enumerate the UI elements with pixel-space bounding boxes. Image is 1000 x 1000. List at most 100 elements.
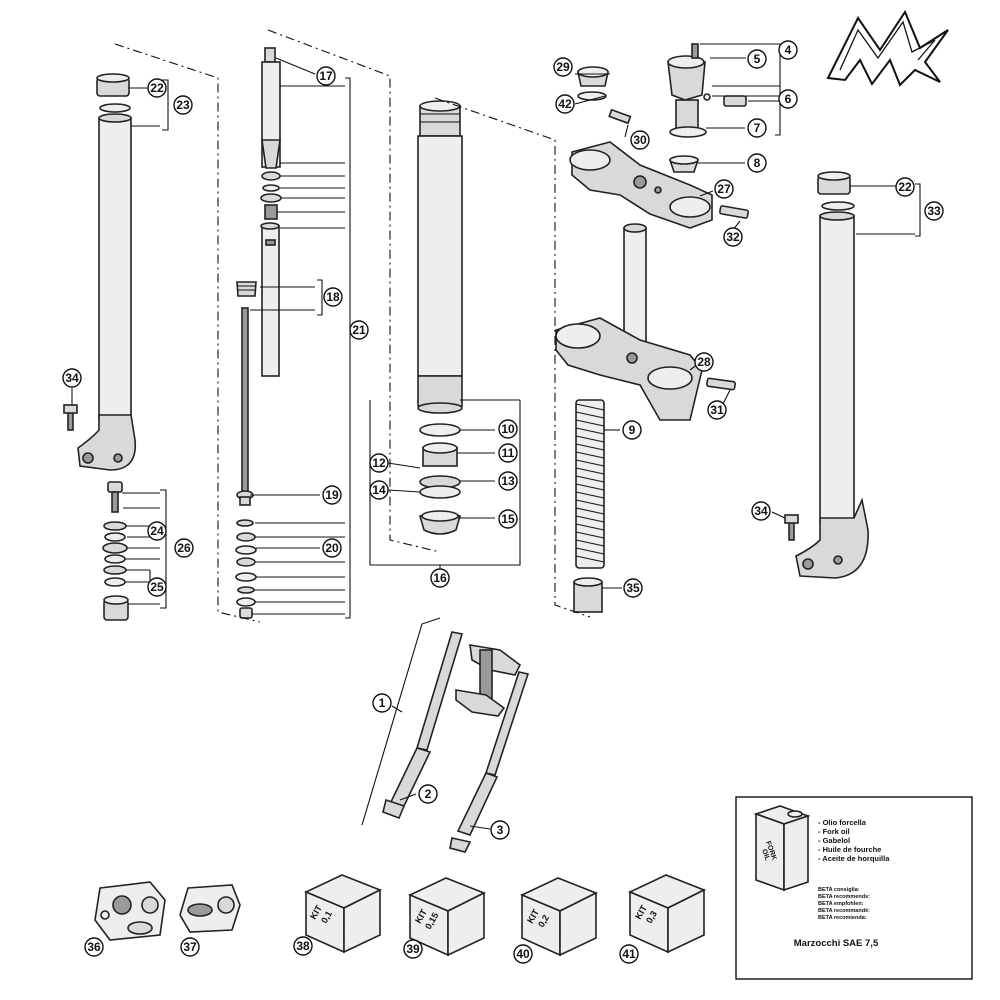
svg-text:34: 34 [754, 504, 768, 518]
callout-38: 38 [293, 936, 313, 956]
callout-29: 29 [553, 57, 573, 77]
oil-recommend-en: BETA recommends: [818, 894, 870, 900]
svg-text:39: 39 [406, 942, 420, 956]
svg-text:13: 13 [501, 474, 515, 488]
callout-22-left: 22 [147, 78, 167, 98]
callout-40: 40 [513, 944, 533, 964]
oil-name-fr: - Huile de fourche [818, 845, 881, 854]
callout-10: 10 [498, 419, 518, 439]
kit-box-0-3: KIT 0,3 [628, 874, 706, 954]
oil-name-it: - Olio forcella [818, 818, 867, 827]
oil-recommend-de: BETA empfohlen: [818, 901, 864, 907]
svg-text:14: 14 [372, 483, 386, 497]
svg-text:17: 17 [319, 69, 333, 83]
callout-30: 30 [630, 130, 650, 150]
callout-27: 27 [714, 179, 734, 199]
svg-text:6: 6 [785, 92, 792, 106]
oil-can: FORK OIL [753, 805, 811, 892]
svg-text:21: 21 [352, 323, 366, 337]
damper-rod-assembly [235, 47, 282, 619]
svg-text:9: 9 [629, 423, 636, 437]
svg-text:28: 28 [697, 355, 711, 369]
oil-recommend-fr: BETA recommandé: [818, 908, 870, 914]
callout-24: 24 [147, 521, 167, 541]
svg-text:30: 30 [633, 133, 647, 147]
svg-text:5: 5 [754, 52, 761, 66]
svg-text:1: 1 [379, 696, 386, 710]
svg-text:36: 36 [87, 940, 101, 954]
callout-34-right: 34 [751, 501, 771, 521]
svg-text:7: 7 [754, 121, 761, 135]
callout-25: 25 [147, 577, 167, 597]
left-cartridge-parts [102, 481, 129, 621]
kit-box-0-15: KIT 0,15 [408, 877, 486, 957]
callout-22-right: 22 [895, 177, 915, 197]
callout-4: 4 [778, 40, 798, 60]
svg-text:10: 10 [501, 422, 515, 436]
svg-text:37: 37 [183, 940, 197, 954]
callout-37: 37 [180, 937, 200, 957]
callout-16: 16 [430, 568, 450, 588]
svg-text:26: 26 [177, 541, 191, 555]
callout-31: 31 [707, 400, 727, 420]
svg-text:22: 22 [150, 81, 164, 95]
svg-text:32: 32 [726, 230, 740, 244]
svg-text:31: 31 [710, 403, 724, 417]
callout-41: 41 [619, 944, 639, 964]
svg-text:25: 25 [150, 580, 164, 594]
svg-text:41: 41 [622, 947, 636, 961]
callout-34-left: 34 [62, 368, 82, 388]
svg-text:27: 27 [717, 182, 731, 196]
callout-14: 14 [369, 480, 389, 500]
callout-1: 1 [372, 693, 392, 713]
oil-name-en: - Fork oil [818, 827, 850, 836]
oil-recommend-es: BETA recomienda: [818, 915, 867, 921]
callout-13: 13 [498, 471, 518, 491]
complete-fork-assembly [382, 631, 530, 853]
callout-17: 17 [316, 66, 336, 86]
callout-19: 19 [322, 485, 342, 505]
callout-6: 6 [778, 89, 798, 109]
callout-36: 36 [84, 937, 104, 957]
svg-text:20: 20 [325, 541, 339, 555]
callout-39: 39 [403, 939, 423, 959]
svg-text:38: 38 [296, 939, 310, 953]
svg-text:24: 24 [150, 524, 164, 538]
callout-9: 9 [622, 420, 642, 440]
svg-text:42: 42 [558, 97, 572, 111]
brand-logo [826, 9, 949, 87]
svg-text:19: 19 [325, 488, 339, 502]
callout-12: 12 [369, 453, 389, 473]
svg-text:40: 40 [516, 947, 530, 961]
svg-text:34: 34 [65, 371, 79, 385]
callout-26: 26 [174, 538, 194, 558]
fork-guard-left [94, 881, 166, 941]
svg-text:23: 23 [176, 98, 190, 112]
callout-23: 23 [173, 95, 193, 115]
right-outer-tube [784, 171, 869, 579]
callout-7: 7 [747, 118, 767, 138]
fork-spring [573, 399, 605, 613]
callout-42: 42 [555, 94, 575, 114]
svg-text:29: 29 [556, 60, 570, 74]
svg-text:3: 3 [497, 823, 504, 837]
callout-18: 18 [323, 287, 343, 307]
callout-5: 5 [747, 49, 767, 69]
left-outer-tube [63, 73, 137, 471]
svg-text:15: 15 [501, 512, 515, 526]
svg-text:12: 12 [372, 456, 386, 470]
callout-11: 11 [498, 443, 518, 463]
callout-15: 15 [498, 509, 518, 529]
oil-recommend-it: BETA consiglia: [818, 887, 860, 893]
kit-box-0-2: KIT 0,2 [520, 877, 598, 957]
callout-20: 20 [322, 538, 342, 558]
svg-text:8: 8 [754, 156, 761, 170]
inner-tube [417, 100, 463, 535]
leader-lines [71, 29, 921, 830]
svg-text:35: 35 [626, 581, 640, 595]
callout-8: 8 [747, 153, 767, 173]
callout-28: 28 [694, 352, 714, 372]
svg-text:33: 33 [927, 204, 941, 218]
svg-text:22: 22 [898, 180, 912, 194]
